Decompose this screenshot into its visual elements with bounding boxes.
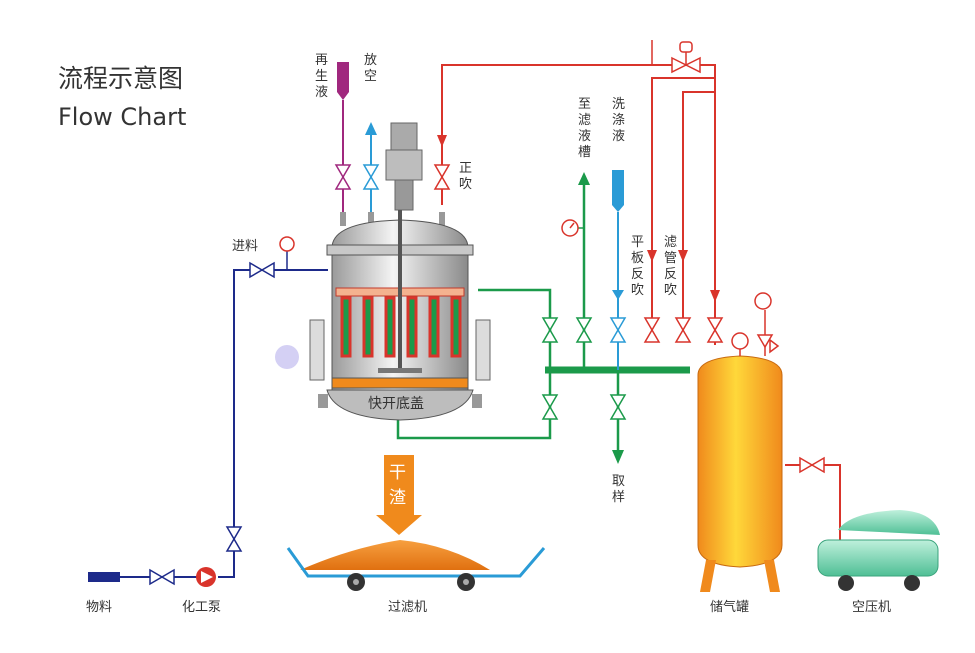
regen-label: 再生液 — [315, 53, 328, 100]
tank-pressure-gauge-icon — [731, 332, 749, 356]
pressure-gauge-icon — [561, 219, 584, 237]
feed-label: 进料 — [232, 239, 258, 254]
feed-pressure-gauge-icon — [279, 236, 295, 270]
vent-line — [362, 122, 380, 215]
gas-storage-tank — [697, 355, 783, 592]
feed-line — [120, 269, 328, 578]
material-inlet — [88, 572, 120, 582]
blow-valve[interactable] — [433, 164, 451, 190]
compressor-label: 空压机 — [852, 600, 891, 615]
filter-machine-label: 过滤机 — [388, 600, 427, 615]
wash-label: 洗涤液 — [612, 97, 625, 144]
green-arrow-down-icon — [612, 450, 624, 464]
feed-inlet-valve[interactable] — [249, 261, 275, 279]
regen-line — [334, 62, 352, 215]
regen-valve[interactable] — [334, 164, 352, 190]
red-arrow-icon — [437, 135, 447, 147]
cursor-dot — [275, 345, 299, 369]
filter-machine — [286, 540, 546, 591]
dry-label-2: 渣 — [389, 488, 406, 508]
to-tank-label: 至滤液槽 — [578, 97, 591, 160]
material-label: 物料 — [86, 600, 112, 615]
green-valve-lower[interactable] — [541, 394, 559, 420]
blow-label: 正吹 — [459, 161, 472, 192]
green-arrow-up-icon — [578, 172, 590, 185]
sample-valve[interactable] — [609, 394, 627, 420]
title-en: Flow Chart — [58, 103, 186, 131]
safety-valve-icon[interactable] — [754, 292, 780, 356]
filter-vessel — [309, 122, 491, 421]
title-cn: 流程示意图 — [58, 64, 183, 93]
plate-back-label: 平板反吹 — [631, 235, 644, 298]
red-arrow-icon — [710, 290, 720, 302]
chemical-pump-icon[interactable] — [196, 567, 216, 587]
filtrate-valve[interactable] — [575, 317, 593, 343]
quick-open-cover-label: 快开底盖 — [368, 396, 424, 412]
gas-tank-label: 储气罐 — [710, 599, 749, 615]
pump-label: 化工泵 — [182, 600, 221, 615]
dry-label-1: 干 — [389, 463, 406, 483]
wash-valve[interactable] — [609, 317, 627, 343]
wash-line — [609, 170, 627, 370]
feed-line-valve[interactable] — [225, 526, 243, 552]
tube-back-valve[interactable] — [674, 317, 692, 343]
vent-label: 放空 — [364, 53, 377, 84]
red-arrow-icon — [678, 250, 688, 262]
vent-valve[interactable] — [362, 164, 380, 190]
plate-back-valve[interactable] — [643, 317, 661, 343]
material-valve[interactable] — [149, 568, 175, 586]
tube-back-label: 滤管反吹 — [664, 235, 677, 298]
red-arrow-icon — [647, 250, 657, 262]
top-regulating-valve[interactable] — [651, 40, 701, 74]
tank-inlet-valve[interactable] — [706, 317, 724, 343]
compressor-valve[interactable] — [799, 456, 825, 474]
sample-label: 取样 — [612, 474, 625, 505]
dry-residue-arrow — [376, 455, 422, 535]
air-compressor — [817, 510, 940, 591]
green-valve-upper[interactable] — [541, 317, 559, 343]
